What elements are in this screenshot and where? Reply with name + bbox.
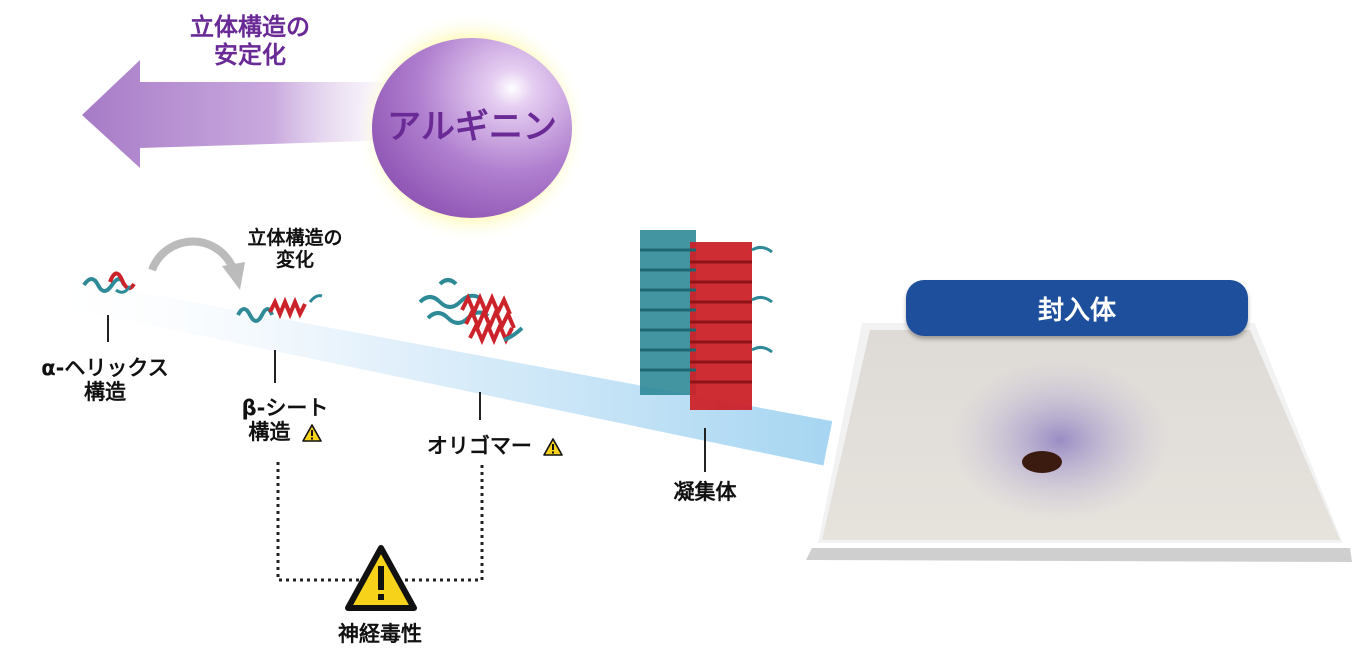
inclusion-panel xyxy=(806,318,1352,562)
alpha-helix-line1: α-ヘリックス xyxy=(10,356,200,380)
stabilization-arrow xyxy=(82,60,400,168)
inclusion-body-title: 封入体 xyxy=(906,280,1248,336)
stabilization-line2: 安定化 xyxy=(160,42,340,70)
alpha-helix-label: α-ヘリックス 構造 xyxy=(10,356,200,404)
stabilization-line1: 立体構造の xyxy=(160,14,340,42)
aggregate-fibril xyxy=(640,230,772,410)
warning-icon xyxy=(348,548,414,608)
inclusion-body-stain xyxy=(1022,451,1062,473)
alpha-helix-line2: 構造 xyxy=(10,380,200,404)
warning-icon xyxy=(302,424,322,442)
beta-sheet-label: β-シート 構造 xyxy=(200,396,370,444)
neurotoxicity-label: 神経毒性 xyxy=(315,622,445,646)
oligomer-text: オリゴマー xyxy=(427,434,532,458)
oligomer-molecule xyxy=(420,280,522,340)
arginine-label: アルギニン xyxy=(372,108,572,147)
beta-sheet-line2: 構造 xyxy=(248,420,290,444)
beta-sheet-line1: β-シート xyxy=(242,396,329,420)
conformation-change-line2: 変化 xyxy=(225,250,365,272)
neuron-cell xyxy=(950,360,1170,520)
beta-sheet-molecule xyxy=(238,296,322,321)
conformation-change-line1: 立体構造の xyxy=(225,228,365,250)
conformation-change-label: 立体構造の 変化 xyxy=(225,228,365,272)
aggregate-label: 凝集体 xyxy=(650,480,760,504)
stabilization-label: 立体構造の 安定化 xyxy=(160,14,340,69)
oligomer-label: オリゴマー xyxy=(405,434,585,458)
warning-icon xyxy=(543,438,563,456)
curved-arrow-icon xyxy=(152,242,233,270)
